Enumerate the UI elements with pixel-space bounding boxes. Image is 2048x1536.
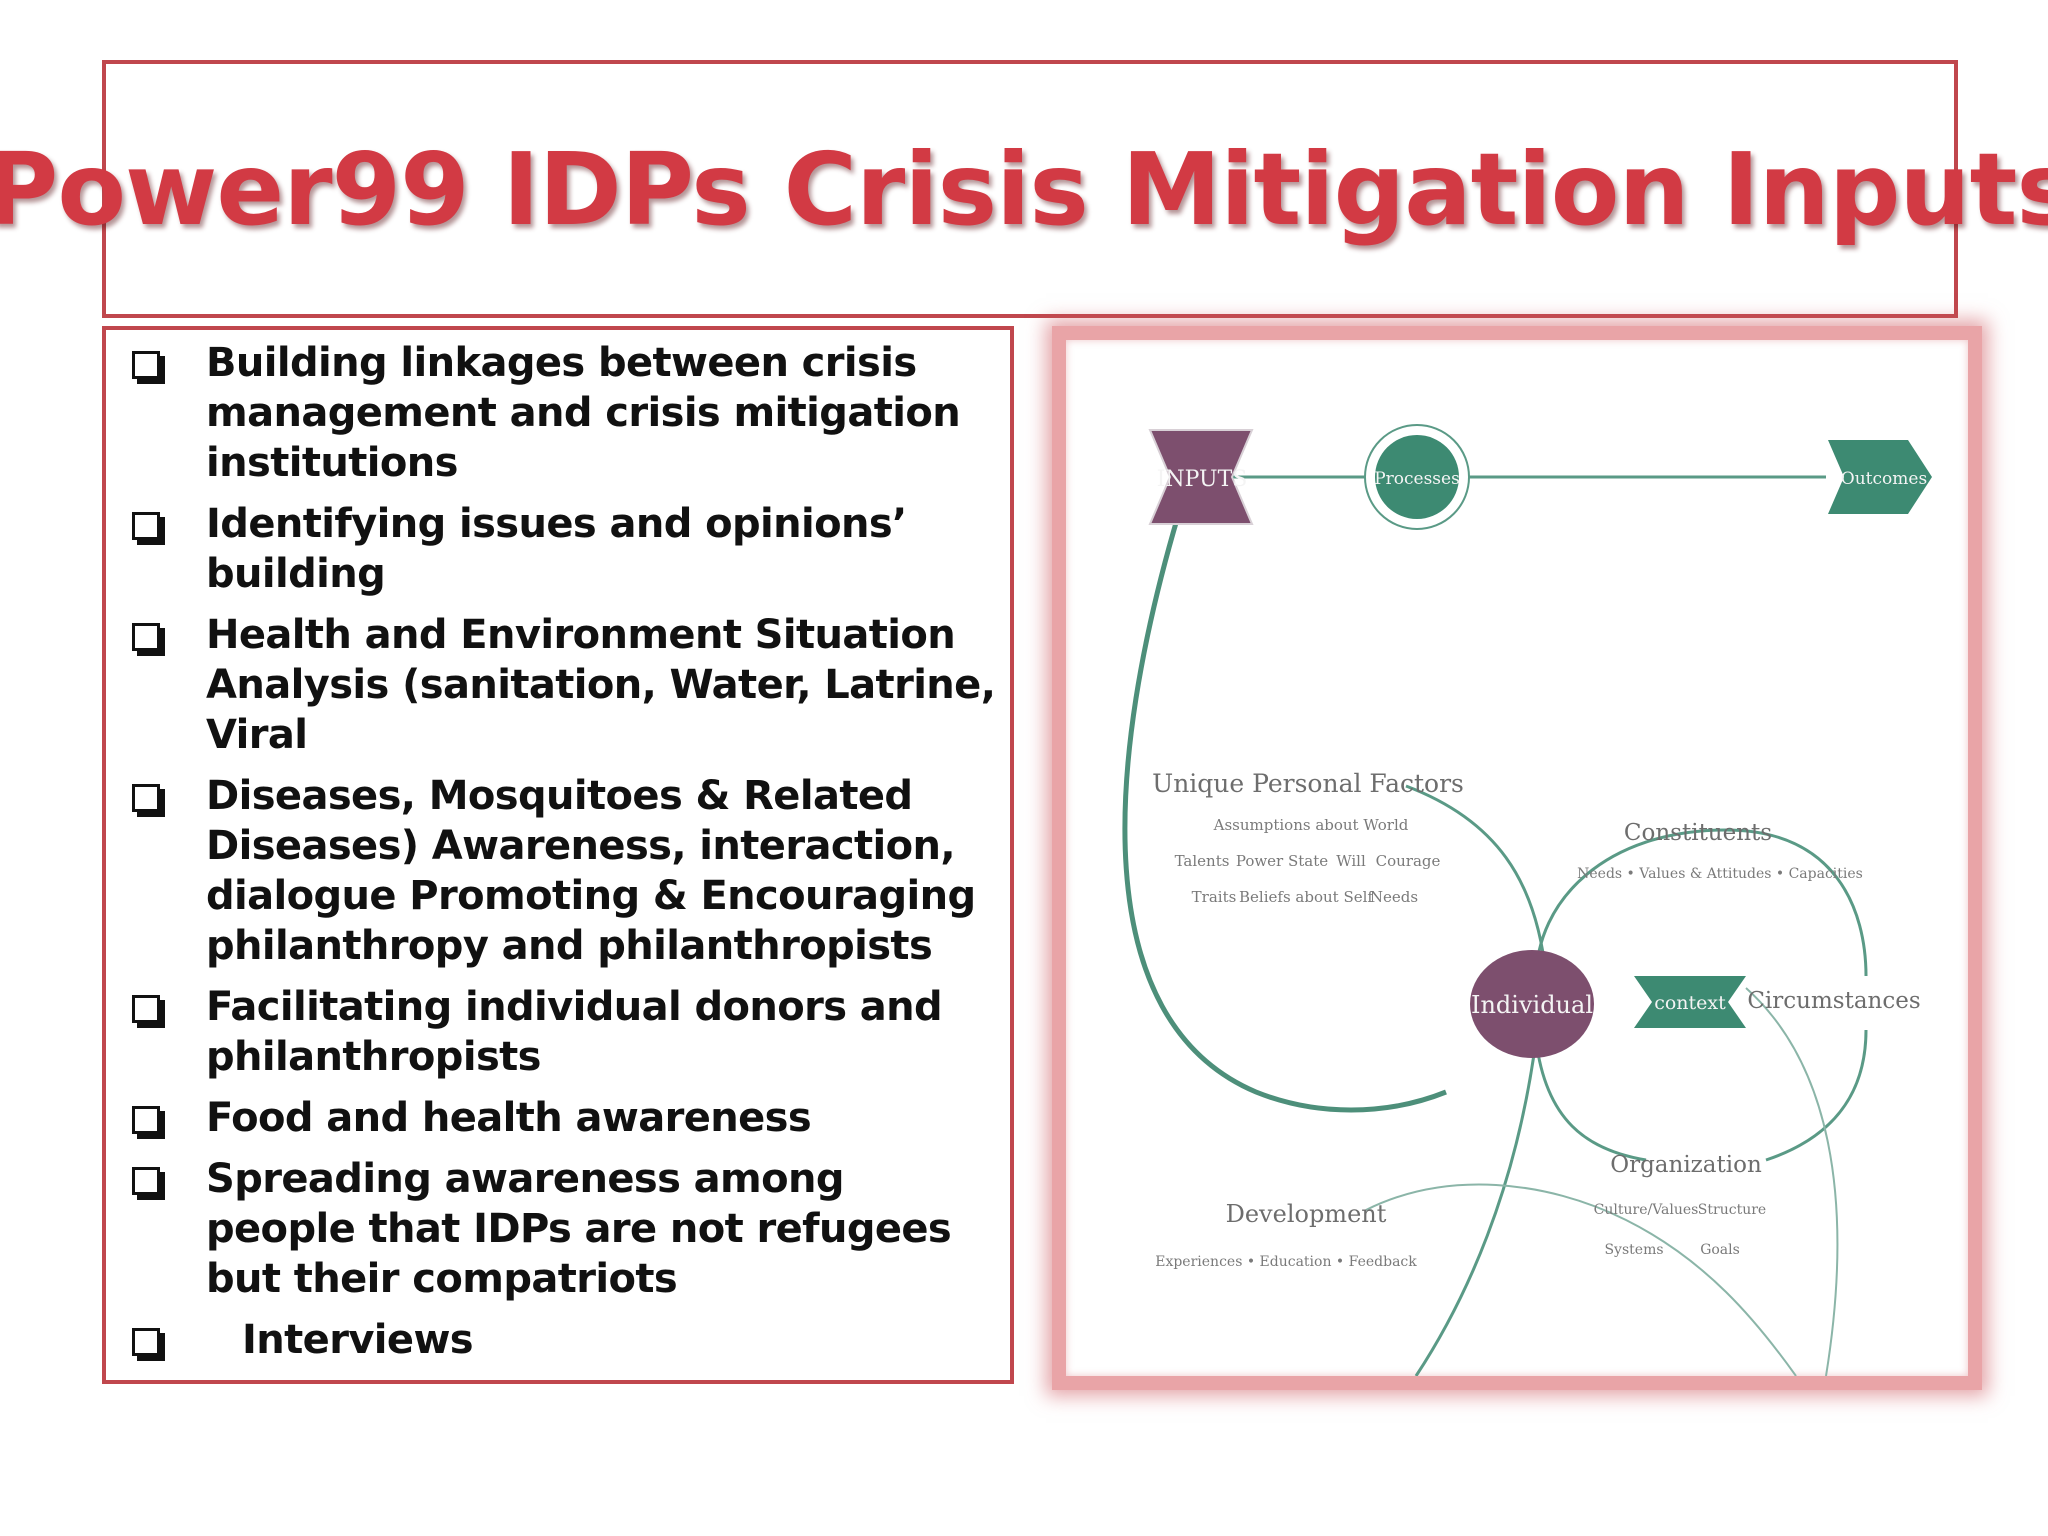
bullet-item: Food and health awareness (132, 1093, 1000, 1143)
bullet-item: Identifying issues and opinions’ buildin… (132, 499, 1000, 599)
constituents-items-label: Needs • Values & Attitudes • Capacities (1577, 866, 1863, 882)
checkbox-bullet-icon (132, 623, 160, 651)
goals-label: Goals (1700, 1242, 1740, 1258)
checkbox-bullet-icon (132, 784, 160, 812)
context-curve (1745, 987, 1839, 1376)
slide-title: Power99 IDPs Crisis Mitigation Inputs (0, 130, 2048, 248)
processes-label: Processes (1374, 469, 1460, 489)
individual-label: Individual (1471, 991, 1593, 1019)
personal-factors-curve (1405, 784, 1548, 976)
title-box: Power99 IDPs Crisis Mitigation Inputs (0, 60, 2048, 318)
organization-label: Organization (1610, 1152, 1762, 1178)
bullet-text: Health and Environment Situation Analysi… (206, 612, 996, 758)
processes-circle (1375, 435, 1459, 519)
bullet-text: Identifying issues and opinions’ buildin… (206, 501, 907, 597)
diagram-image: INPUTS Processes Outcomes Unique Persona… (1052, 326, 1982, 1390)
bullet-text: Diseases, Mosquitoes & Related Diseases)… (206, 773, 976, 969)
unique-personal-factors-label: Unique Personal Factors (1152, 769, 1464, 798)
checkbox-bullet-icon (132, 1167, 160, 1195)
bullet-text: Facilitating individual donors and phila… (206, 984, 943, 1080)
constituents-label: Constituents (1624, 820, 1772, 846)
talents-label: Talents (1175, 852, 1230, 870)
bullet-item: Health and Environment Situation Analysi… (132, 610, 1000, 760)
influence-diagram: INPUTS Processes Outcomes Unique Persona… (1122, 424, 1932, 1376)
inputs-loop-curve (1122, 515, 1447, 1113)
checkbox-bullet-icon (132, 995, 160, 1023)
development-curve (1365, 1183, 1797, 1376)
constituents-arc (1534, 828, 1868, 981)
bullet-item: Building linkages between crisis managem… (132, 338, 1000, 488)
beliefs-about-self-label: Beliefs about Self (1239, 888, 1374, 906)
courage-label: Courage (1376, 852, 1441, 870)
traits-label: Traits (1192, 888, 1237, 906)
bullet-text: Building linkages between crisis managem… (206, 340, 961, 486)
inputs-label: INPUTS (1157, 467, 1248, 492)
outcomes-label: Outcomes (1841, 469, 1927, 489)
development-items-label: Experiences • Education • Feedback (1155, 1254, 1417, 1270)
bullet-item: Diseases, Mosquitoes & Related Diseases)… (132, 771, 1000, 971)
bullet-item: Interviews (132, 1315, 1000, 1365)
structure-label: Structure (1698, 1202, 1766, 1218)
circumstances-arc (1765, 1029, 1868, 1162)
assumptions-label: Assumptions about World (1213, 816, 1409, 834)
outcomes-shape (1828, 440, 1932, 514)
development-label: Development (1226, 1200, 1387, 1228)
systems-label: Systems (1604, 1242, 1663, 1258)
checkbox-bullet-icon (132, 351, 160, 379)
checkbox-bullet-icon (132, 1106, 160, 1134)
inputs-shape (1148, 429, 1254, 525)
bullet-text: Interviews (242, 1317, 474, 1363)
power-state-label: Power State (1236, 852, 1328, 870)
process-cycle-ring (1364, 424, 1470, 530)
culture-values-label: Culture/Values (1594, 1202, 1699, 1218)
organization-arc (1534, 1039, 1647, 1162)
will-label: Will (1336, 852, 1366, 870)
individual-ellipse (1470, 950, 1594, 1058)
needs-label: Needs (1370, 888, 1418, 906)
checkbox-bullet-icon (132, 512, 160, 540)
bullet-panel: Building linkages between crisis managem… (102, 326, 1014, 1384)
development-stem-curve (1414, 1039, 1538, 1376)
context-shape (1634, 976, 1746, 1028)
bullet-text: Spreading awareness among people that ID… (206, 1156, 952, 1302)
bullet-list: Building linkages between crisis managem… (132, 338, 1000, 1365)
checkbox-bullet-icon (132, 1328, 160, 1356)
circumstances-label: Circumstances (1747, 988, 1920, 1014)
bullet-text: Food and health awareness (206, 1095, 812, 1141)
bullet-item: Spreading awareness among people that ID… (132, 1154, 1000, 1304)
bullet-item: Facilitating individual donors and phila… (132, 982, 1000, 1082)
context-label: context (1654, 992, 1726, 1014)
